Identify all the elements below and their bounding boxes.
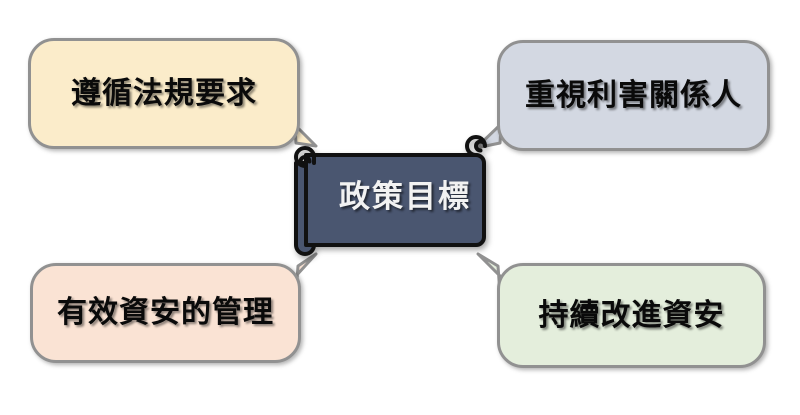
callout-label-stakeholder: 重視利害關係人 bbox=[525, 78, 742, 112]
center-scroll-banner[interactable]: 政策目標 bbox=[288, 135, 492, 259]
callout-bubble-management[interactable]: 有效資安的管理 bbox=[30, 263, 301, 363]
callout-label-management: 有效資安的管理 bbox=[57, 296, 274, 329]
callout-bubble-legal[interactable]: 遵循法規要求 bbox=[28, 38, 300, 149]
callout-label-legal: 遵循法規要求 bbox=[71, 76, 257, 110]
callout-label-improvement: 持續改進資安 bbox=[538, 298, 725, 332]
callout-bubble-stakeholder[interactable]: 重視利害關係人 bbox=[497, 40, 770, 151]
center-label: 政策目標 bbox=[339, 178, 471, 214]
scroll-banner-shape bbox=[294, 135, 487, 256]
callout-bubble-improvement[interactable]: 持續改進資安 bbox=[497, 263, 766, 368]
